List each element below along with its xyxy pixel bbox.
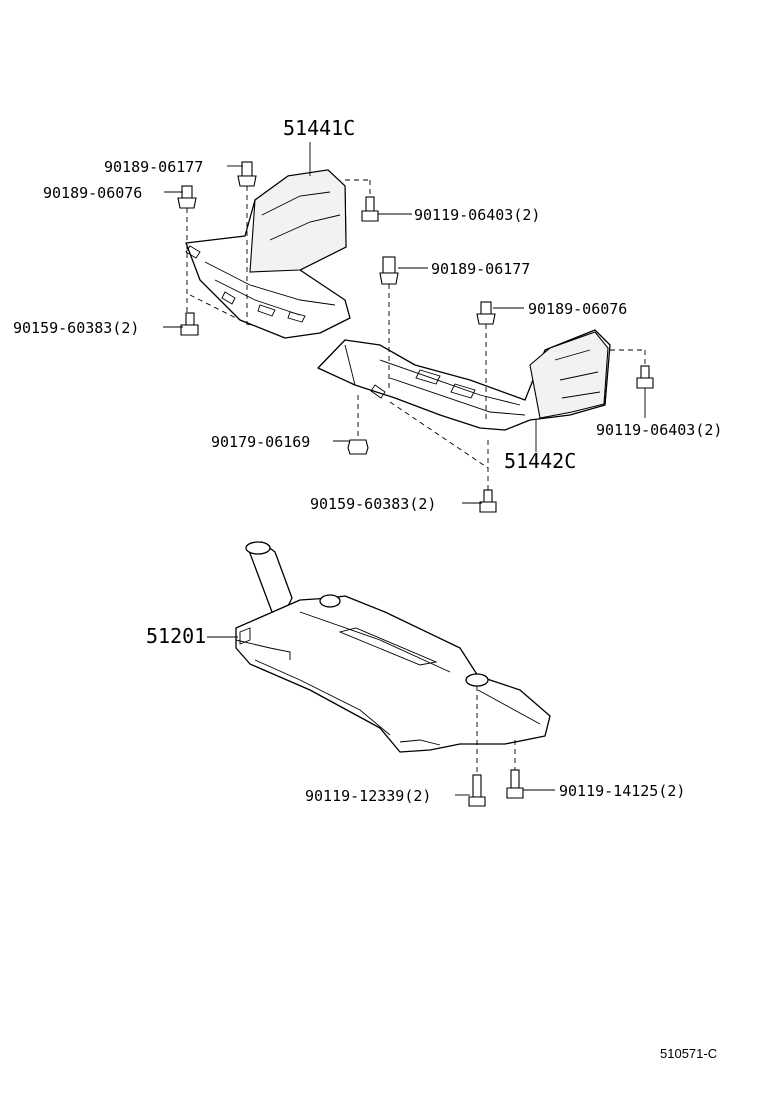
callout-90189-06076-middle: 90189-06076 — [528, 300, 627, 318]
bolt-upper-right — [361, 196, 379, 222]
clip-fastener-right-upper — [476, 301, 496, 325]
callout-90189-06177-middle: 90189-06177 — [431, 260, 530, 278]
callout-51442C: 51442C — [504, 449, 576, 473]
callout-51201: 51201 — [146, 624, 206, 648]
bolt-right-side — [636, 365, 654, 389]
clip-fastener-middle — [379, 256, 399, 285]
engine-under-cover-right — [317, 329, 611, 431]
nut-middle — [347, 439, 369, 455]
bolt-crossmember-1 — [468, 774, 486, 807]
figure-id: 510571-C — [660, 1046, 717, 1061]
callout-90189-06177-upper: 90189-06177 — [104, 158, 203, 176]
bolt-middle-bottom — [479, 489, 497, 513]
callout-90119-14125: 90119-14125(2) — [559, 782, 685, 800]
engine-under-cover-left — [185, 169, 351, 339]
callout-90159-60383-upper: 90159-60383(2) — [13, 319, 139, 337]
callout-90119-06403-right: 90119-06403(2) — [596, 421, 722, 439]
clip-fastener-upper-2 — [177, 185, 197, 209]
callout-90159-60383-middle: 90159-60383(2) — [310, 495, 436, 513]
front-suspension-crossmember — [235, 541, 551, 753]
callout-51441C: 51441C — [283, 116, 355, 140]
bolt-upper-left-bottom — [180, 312, 199, 336]
callout-90119-12339: 90119-12339(2) — [305, 787, 431, 805]
callout-90119-06403-upper: 90119-06403(2) — [414, 206, 540, 224]
callout-90189-06076-upper: 90189-06076 — [43, 184, 142, 202]
clip-fastener-upper-1 — [237, 161, 257, 187]
bolt-crossmember-2 — [506, 769, 524, 799]
callout-90179-06169: 90179-06169 — [211, 433, 310, 451]
